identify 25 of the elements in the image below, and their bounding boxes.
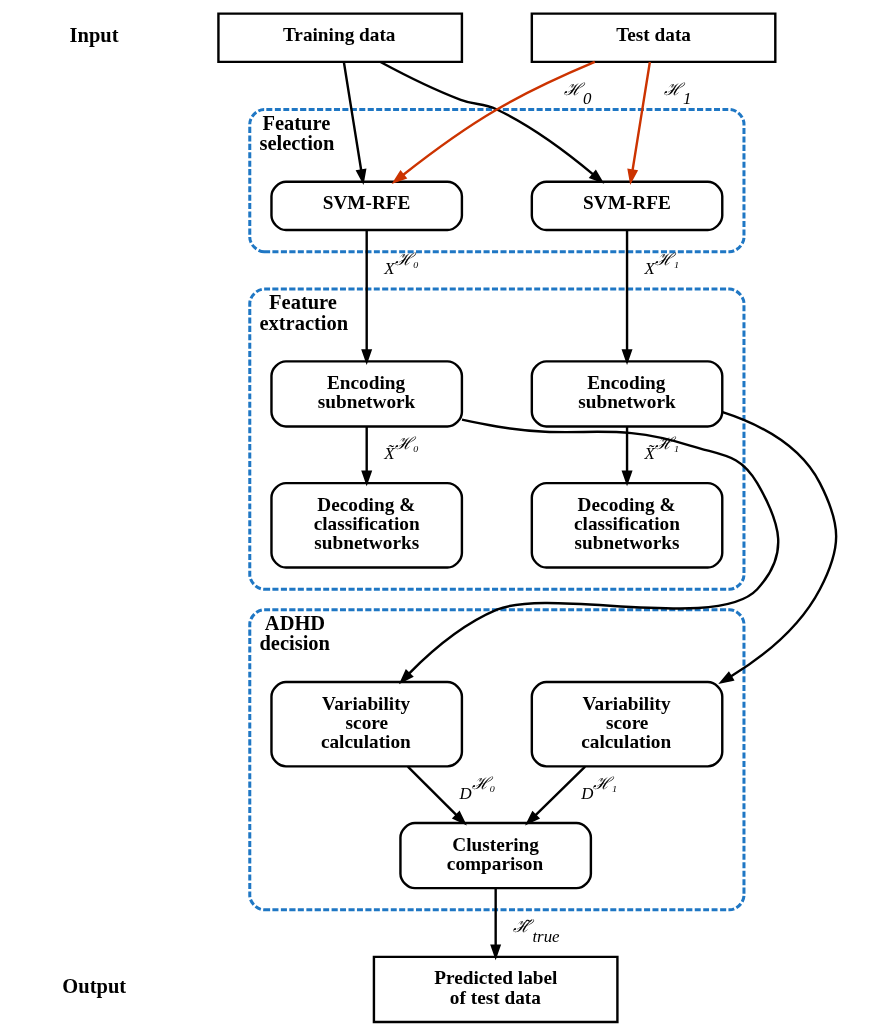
node-box: Test data bbox=[530, 12, 776, 64]
arrow bbox=[626, 61, 651, 185]
label: Output bbox=[61, 975, 126, 998]
arrow bbox=[360, 426, 372, 487]
node-box: Clustering comparison bbox=[398, 821, 592, 890]
node-box: Decoding & classification subnetworks bbox=[530, 481, 723, 569]
arrow bbox=[406, 765, 467, 826]
arrow bbox=[398, 418, 779, 685]
arrow bbox=[717, 411, 837, 684]
node-box: Encoding subnetwork bbox=[269, 360, 463, 428]
arrow bbox=[621, 426, 633, 487]
node-box: Variability score calculation bbox=[530, 680, 723, 768]
node-box: Predicted label of test data bbox=[372, 955, 619, 1024]
arrow bbox=[621, 230, 633, 365]
label: Input bbox=[69, 23, 119, 46]
node-box: Decoding & classification subnetworks bbox=[269, 481, 463, 569]
node-box: Encoding subnetwork bbox=[530, 360, 723, 428]
node-box: Training data bbox=[216, 12, 463, 64]
arrow bbox=[360, 230, 372, 365]
node-box: Variability score calculation bbox=[269, 680, 463, 768]
node-box: SVM-RFE bbox=[530, 180, 723, 232]
arrow bbox=[524, 765, 586, 826]
arrow bbox=[489, 888, 501, 961]
node-box: SVM-RFE bbox=[269, 180, 463, 232]
arrow bbox=[342, 61, 366, 185]
